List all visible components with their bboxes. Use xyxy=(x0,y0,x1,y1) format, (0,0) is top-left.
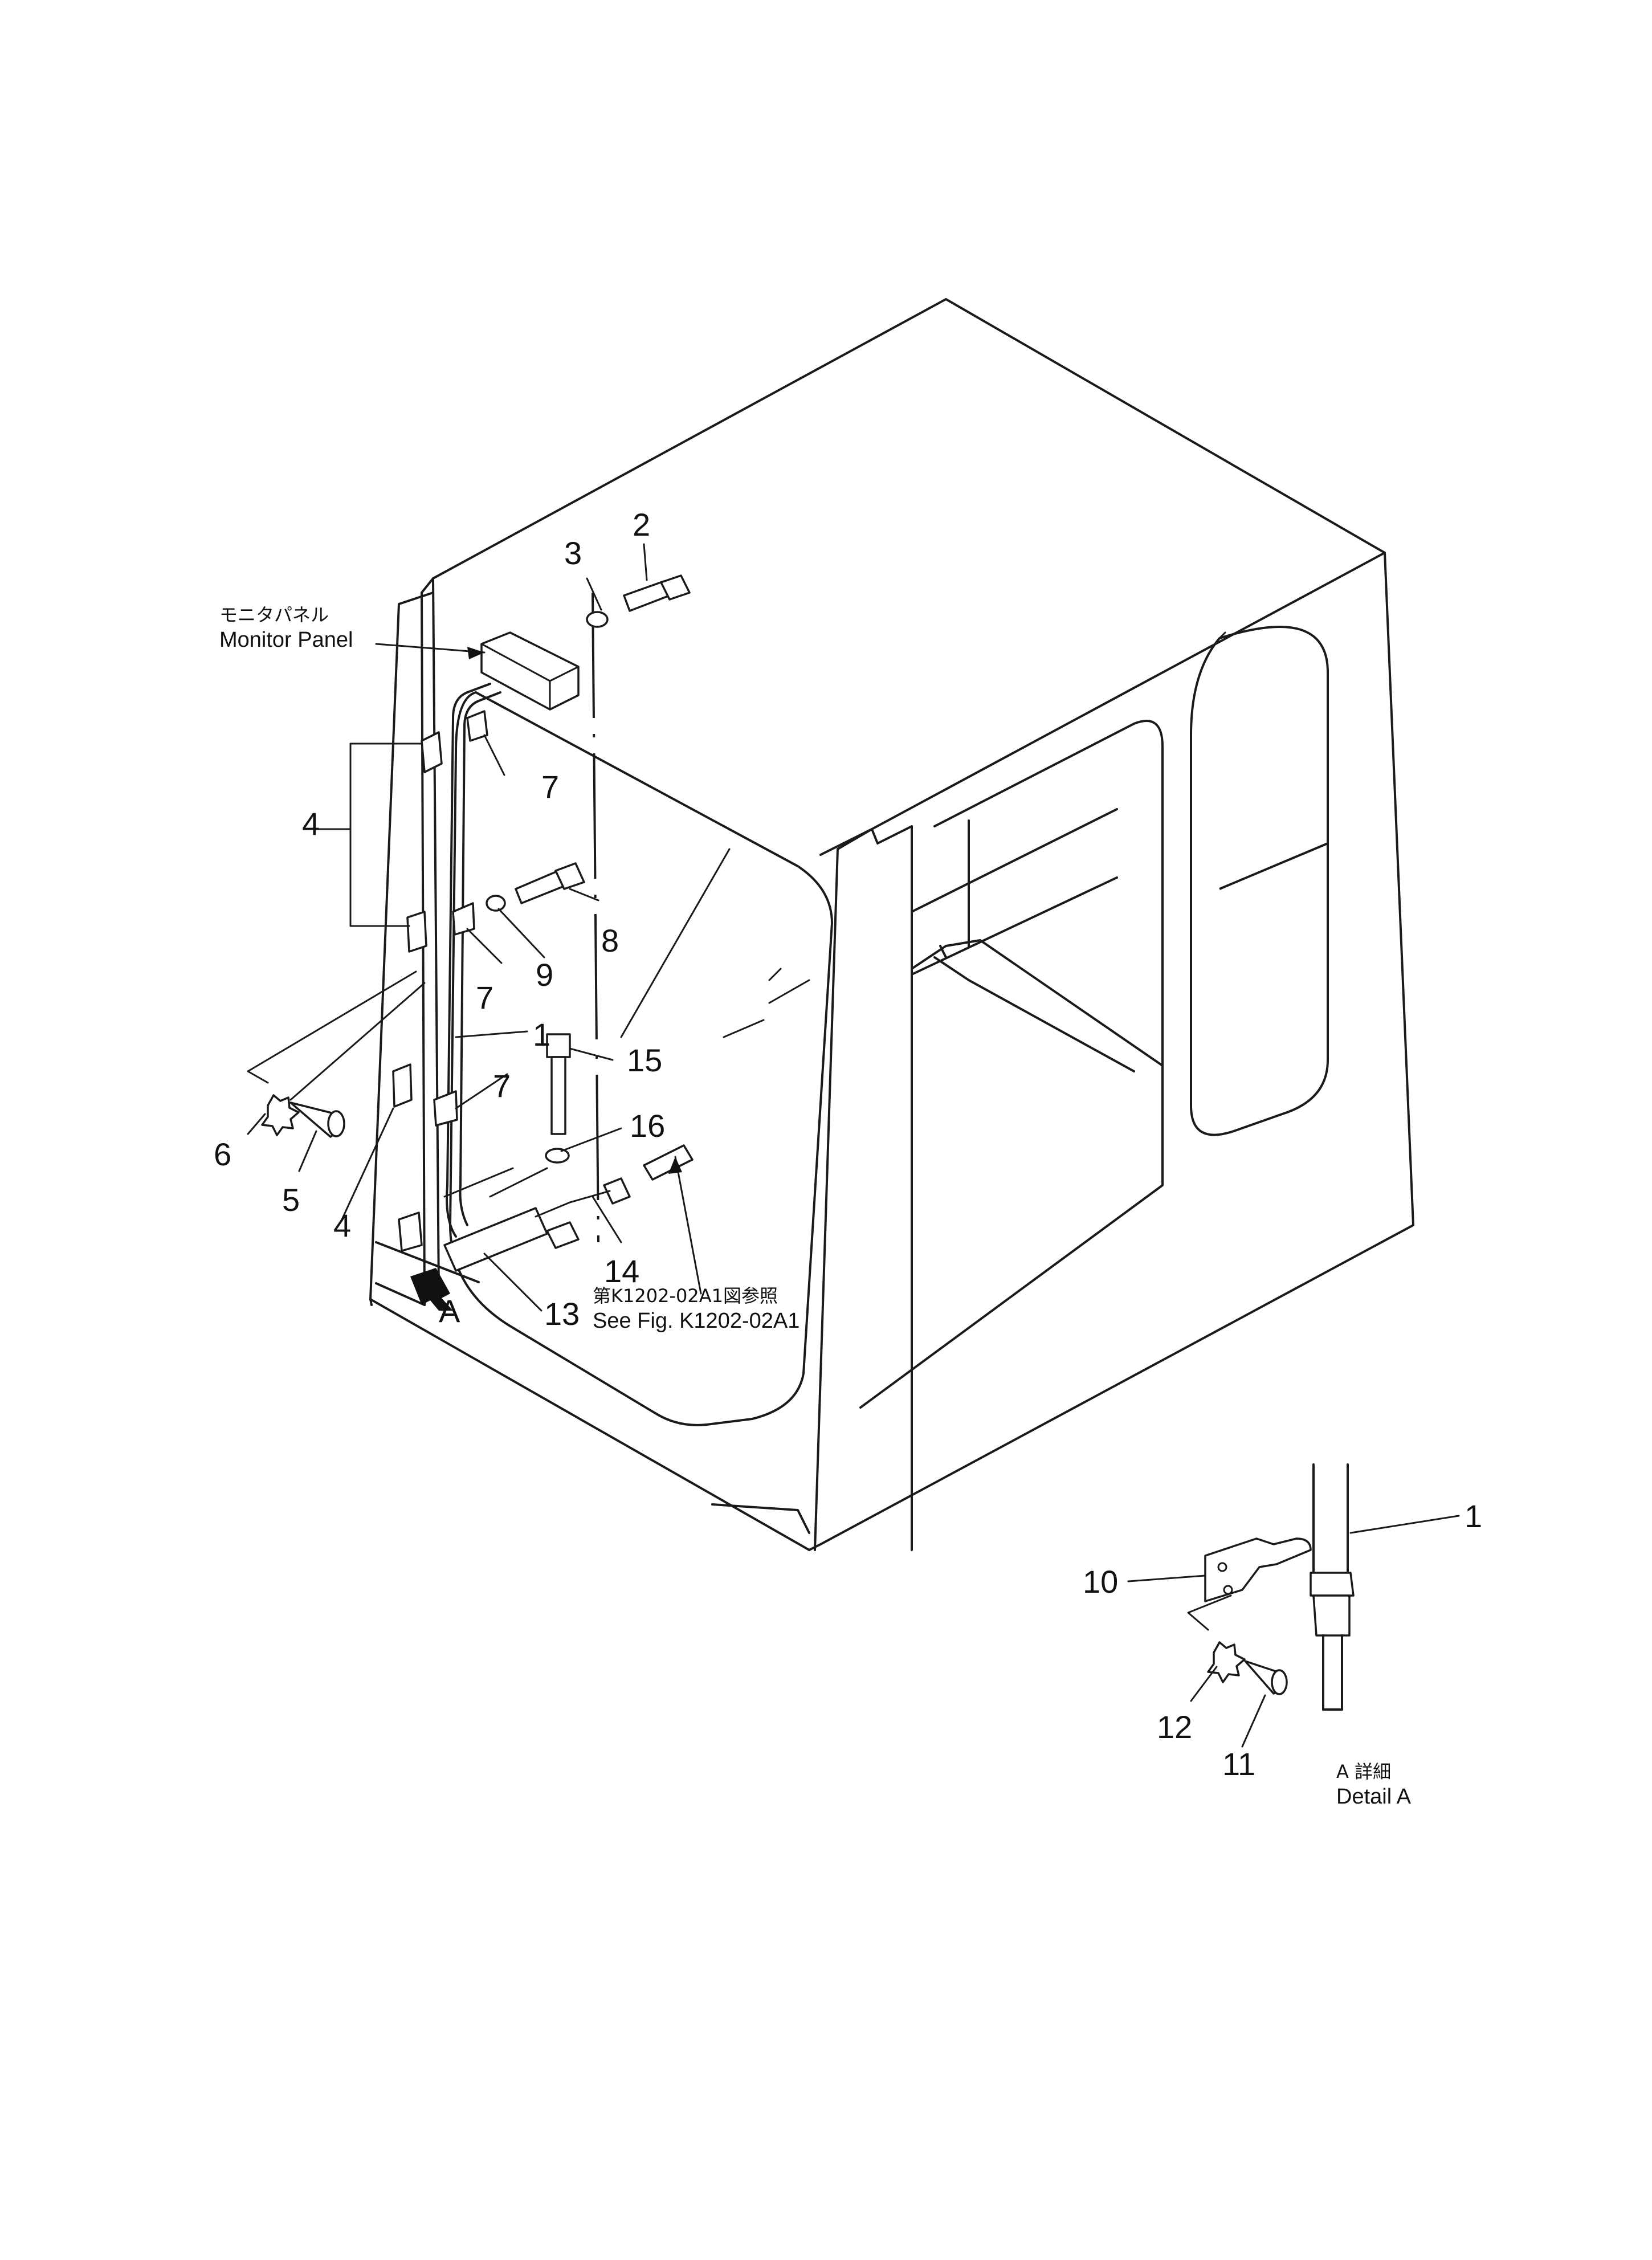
callout-7-lower: 7 xyxy=(493,1068,511,1104)
detail-a-view xyxy=(1187,1463,1355,1711)
callout-4-lower: 4 xyxy=(333,1207,351,1243)
callout-12: 12 xyxy=(1157,1709,1192,1745)
connector-14 xyxy=(546,1221,580,1249)
washer-16 xyxy=(545,1148,570,1164)
callout-10: 10 xyxy=(1083,1564,1118,1600)
detail-a-jp-label: A 詳細 xyxy=(1336,1761,1391,1782)
clip-7-mid xyxy=(452,902,475,936)
leader-lines xyxy=(247,543,1460,1748)
callout-6: 6 xyxy=(214,1136,231,1172)
callout-7-mid: 7 xyxy=(476,980,493,1015)
clip-7-upper xyxy=(466,710,488,742)
callout-1: 1 xyxy=(533,1017,550,1053)
callout-11: 11 xyxy=(1222,1746,1255,1782)
clamp-4-bottom xyxy=(398,1211,423,1252)
labels: モニタパネル Monitor Panel 第K1202-02A1図参照 See … xyxy=(214,507,1482,1809)
wiring-assembly xyxy=(247,574,694,1311)
callout-13: 13 xyxy=(544,1296,580,1332)
washer-9 xyxy=(486,895,506,912)
callout-16: 16 xyxy=(630,1108,665,1144)
washer-3 xyxy=(586,611,609,628)
callout-2: 2 xyxy=(633,507,650,542)
callout-4-upper: 4 xyxy=(302,806,320,842)
callout-5: 5 xyxy=(282,1182,300,1218)
bracket-10 xyxy=(1204,1537,1312,1602)
callout-8: 8 xyxy=(601,923,619,958)
detail-a-en-label: Detail A xyxy=(1336,1785,1412,1809)
monitor-panel-en-label: Monitor Panel xyxy=(219,628,353,652)
callout-3: 3 xyxy=(564,535,582,571)
clip-7-lower xyxy=(433,1090,458,1127)
callout-1-detail: 1 xyxy=(1465,1498,1482,1534)
star-washer-6 xyxy=(261,1094,300,1136)
sensor-13 xyxy=(443,1207,548,1272)
callout-14: 14 xyxy=(604,1253,639,1289)
star-washer-12 xyxy=(1207,1641,1246,1683)
callout-7-upper: 7 xyxy=(541,769,559,805)
view-a-arrow xyxy=(410,1268,453,1311)
wire-harness xyxy=(446,683,491,1238)
bolt-15 xyxy=(546,1033,571,1058)
cab-body xyxy=(369,298,1414,1551)
monitor-panel-jp-label: モニタパネル xyxy=(219,604,329,626)
clamp-4-middle xyxy=(406,911,427,953)
callout-15: 15 xyxy=(627,1042,662,1078)
view-a-label: A xyxy=(439,1293,460,1329)
clamp-4-upper xyxy=(421,731,443,773)
callout-9: 9 xyxy=(536,957,553,993)
see-fig-en-label: See Fig. K1202-02A1 xyxy=(593,1309,800,1333)
clamp-4-lower xyxy=(392,1063,413,1108)
see-fig-jp-label: 第K1202-02A1図参照 xyxy=(593,1285,778,1307)
